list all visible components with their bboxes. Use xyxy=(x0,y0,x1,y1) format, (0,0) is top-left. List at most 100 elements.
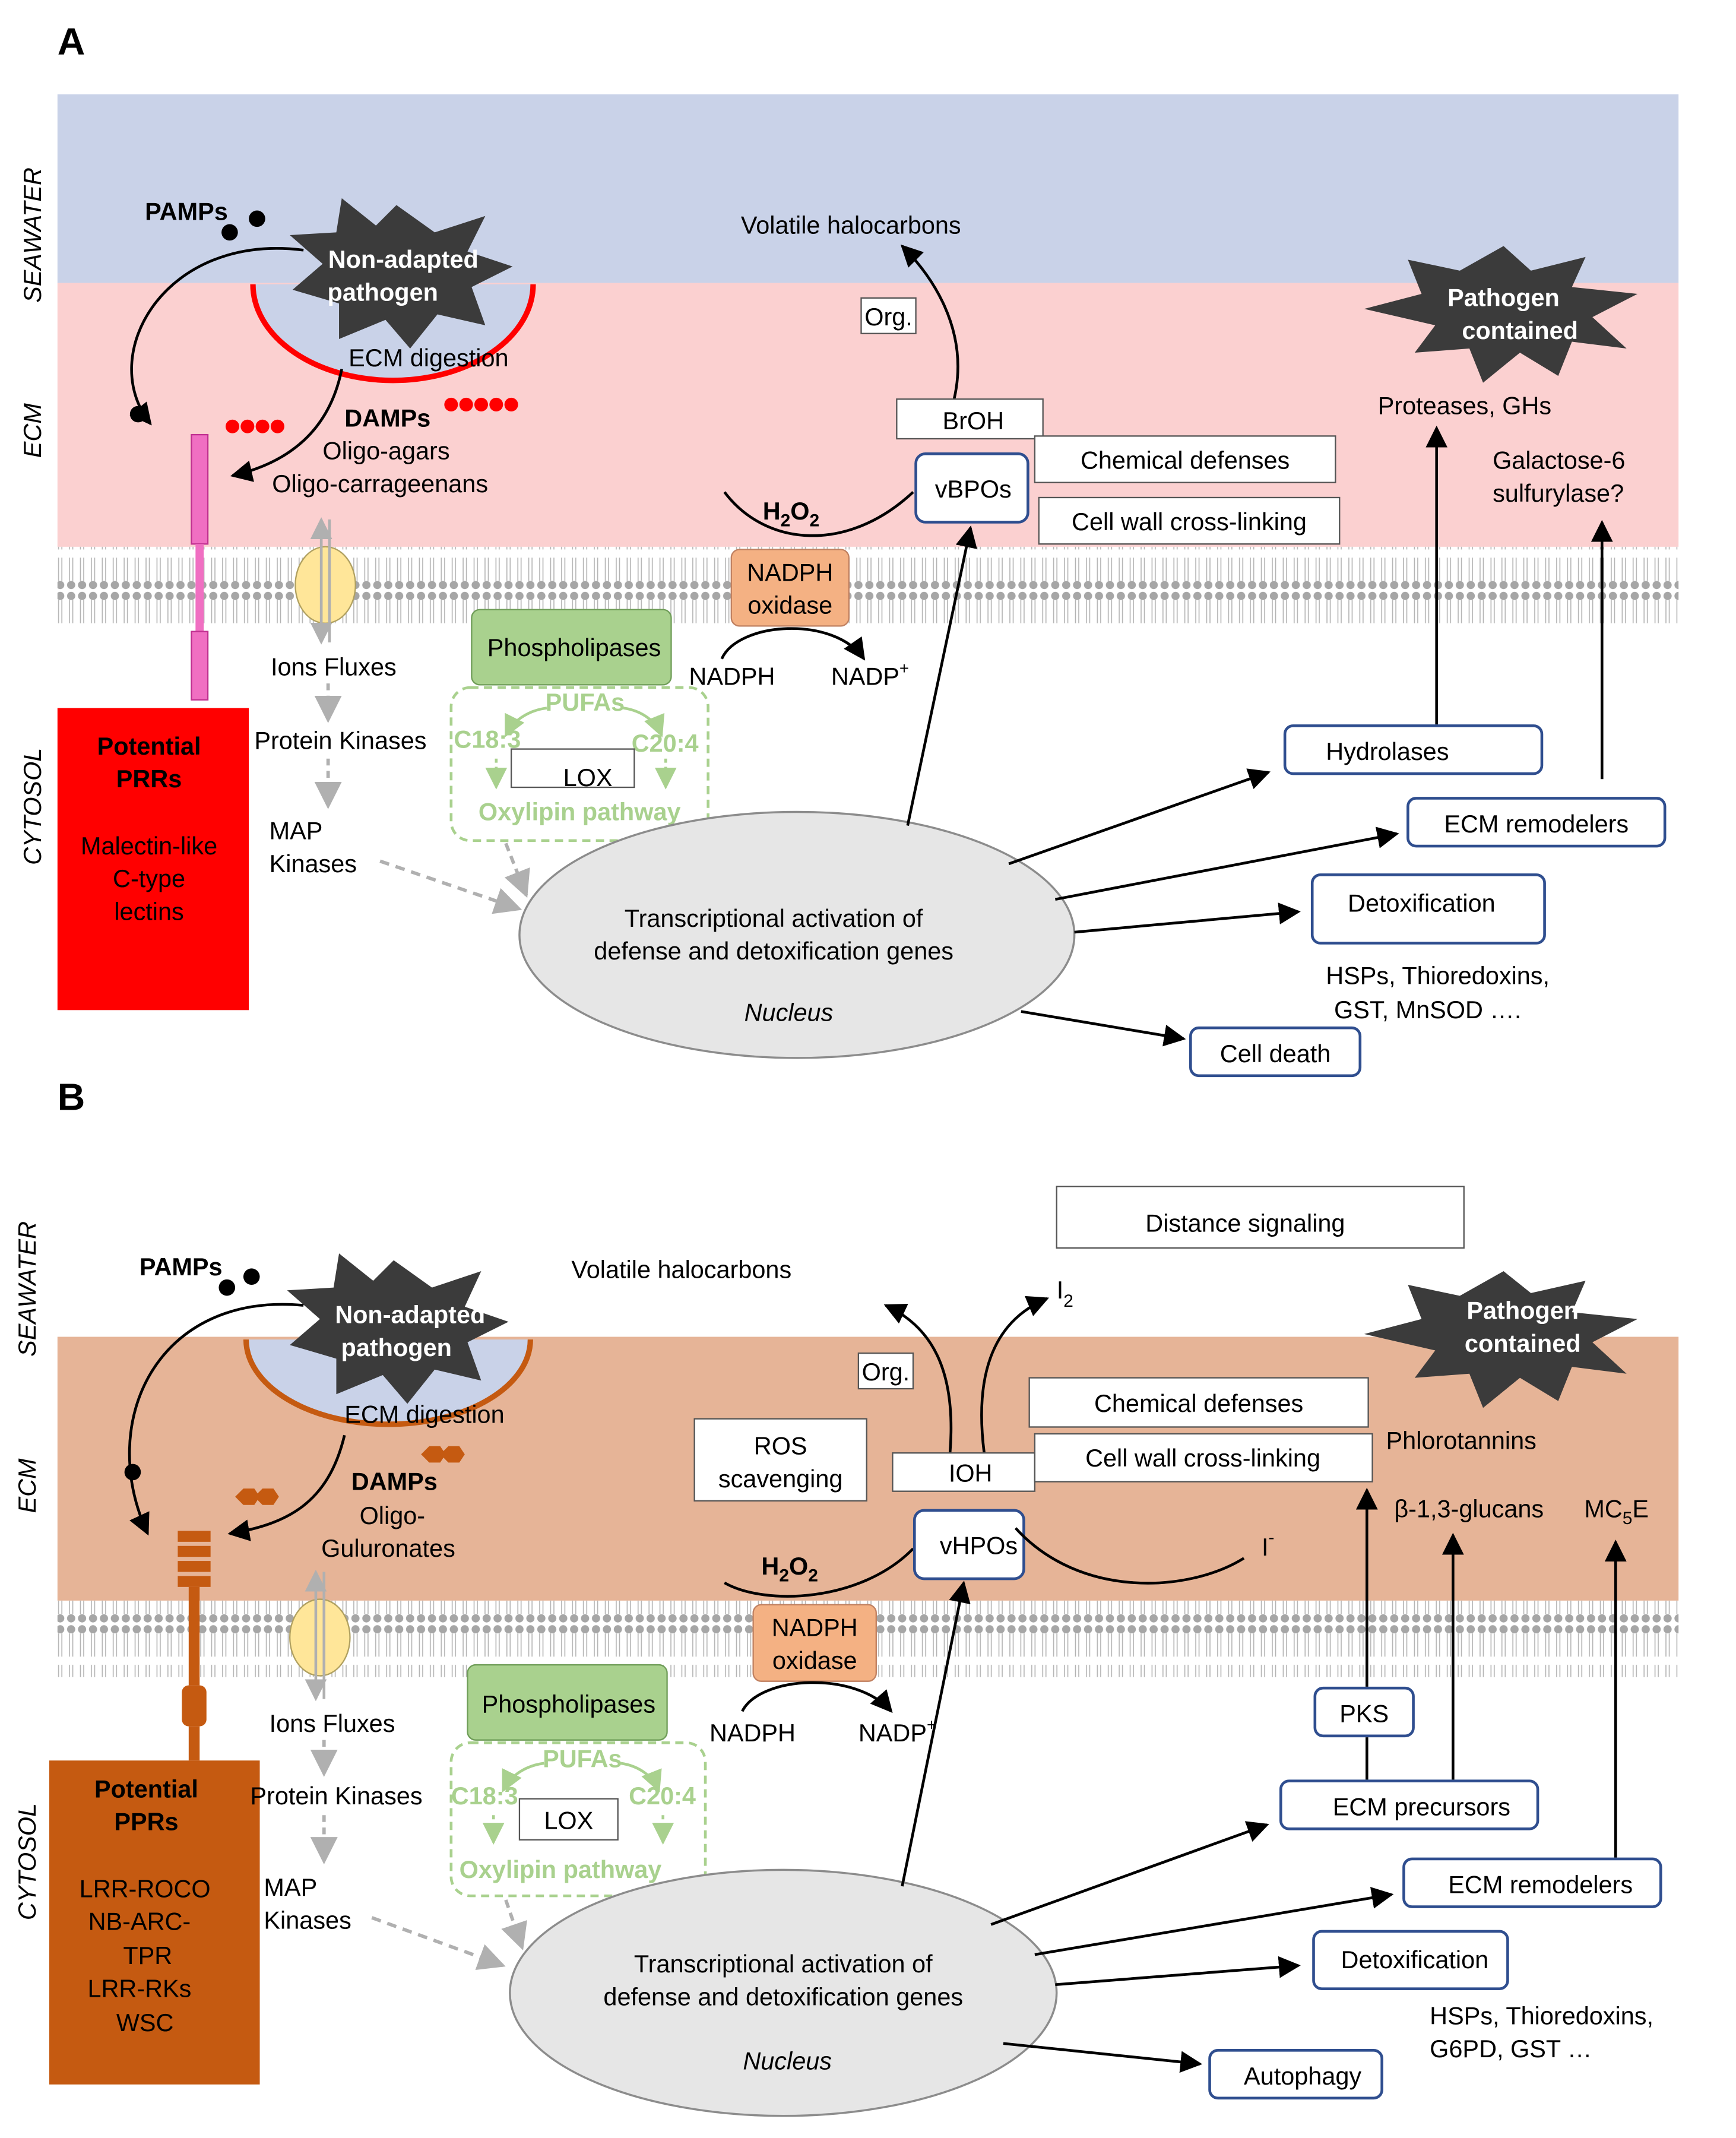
nadph-oxidase-a xyxy=(730,549,850,627)
map-label: MAP xyxy=(264,1873,317,1901)
arrow-to-cell-death xyxy=(1021,1010,1186,1047)
ecm-digestion-arc xyxy=(250,284,536,384)
lox-label: LOX xyxy=(563,764,613,791)
zone-label-seawater: SEAWATER xyxy=(13,1221,41,1357)
pathogen-contained-star xyxy=(1364,246,1638,383)
protein-kinases-label: Protein Kinases xyxy=(250,1782,422,1810)
distance-signaling-label: Distance signaling xyxy=(1145,1209,1345,1237)
ecm-precursors-label: ECM precursors xyxy=(1333,1792,1510,1820)
c20-label: C20:4 xyxy=(632,729,699,757)
h2o2-label: H2O2 xyxy=(761,1552,818,1586)
prr-title-line2: PPRs xyxy=(114,1808,178,1836)
dashed-arrow xyxy=(379,859,522,914)
arrow-to-autophagy xyxy=(1003,2042,1203,2073)
cell-wall-label: Cell wall cross-linking xyxy=(1072,508,1307,536)
hsps-line2: G6PD, GST … xyxy=(1430,2035,1592,2063)
h2o2-label: H2O2 xyxy=(763,497,819,531)
prr-item: WSC xyxy=(116,2009,174,2036)
chemical-defenses-label: Chemical defenses xyxy=(1081,446,1290,474)
pathogen-contained-star xyxy=(1364,1271,1638,1408)
pathogen-contained-line2: contained xyxy=(1462,316,1578,344)
ioh-box xyxy=(892,1452,1036,1492)
hsps-line1: HSPs, Thioredoxins, xyxy=(1430,2002,1653,2030)
phlorotannins-label: Phlorotannins xyxy=(1386,1426,1537,1454)
iodide-curve xyxy=(1014,1527,1245,1585)
cell-death-label: Cell death xyxy=(1220,1040,1331,1068)
ions-fluxes-label: Ions Fluxes xyxy=(270,1709,395,1737)
receptor-b xyxy=(178,1531,211,1761)
prr-box-a xyxy=(57,708,249,1011)
nadph-arrow xyxy=(720,627,866,661)
zone-label-cytosol: CYTOSOL xyxy=(18,748,46,865)
volatile-label: Volatile halocarbons xyxy=(741,211,961,239)
damps-line2: Guluronates xyxy=(321,1534,455,1562)
nucleus-line1: Transcriptional activation of xyxy=(634,1950,933,1978)
broh-box xyxy=(896,398,1044,440)
detoxification-label: Detoxification xyxy=(1341,1946,1489,1974)
zone-label-ecm: ECM xyxy=(13,1458,41,1513)
arrow-to-hydrolases xyxy=(1008,768,1271,866)
dashed-arrow xyxy=(371,1916,506,1970)
receptor-a xyxy=(191,433,209,701)
oxylipin-box xyxy=(449,1741,707,1898)
damps-line2: Oligo-carrageenans xyxy=(272,470,488,498)
org-box xyxy=(857,1353,914,1390)
zone-label-seawater: SEAWATER xyxy=(18,167,46,303)
nadph-arrow xyxy=(741,1681,893,1713)
volatile-arrow xyxy=(883,1303,953,1453)
prr-item: NB-ARC- xyxy=(88,1908,191,1936)
phospholipases-label: Phospholipases xyxy=(482,1690,655,1718)
org-label: Org. xyxy=(862,1358,910,1386)
nucleus-label: Nucleus xyxy=(745,999,834,1027)
damps-arrow xyxy=(227,1434,346,1541)
nucleus-line2: defense and detoxification genes xyxy=(603,1982,963,2010)
detoxification-label: Detoxification xyxy=(1348,889,1496,917)
protein-kinases-label: Protein Kinases xyxy=(254,727,426,755)
ros-line2: scavenging xyxy=(718,1465,843,1493)
autophagy-box xyxy=(1208,2048,1383,2100)
chemical-defenses-label: Chemical defenses xyxy=(1094,1389,1303,1417)
nucleus-a xyxy=(518,810,1076,1059)
pamp-dot xyxy=(124,1464,141,1481)
broh-label: BrOH xyxy=(942,407,1004,435)
volatile-label: Volatile halocarbons xyxy=(571,1256,791,1284)
mc5e-label: MC5E xyxy=(1584,1494,1649,1528)
ioh-label: IOH xyxy=(949,1459,993,1487)
pamp-dot xyxy=(243,1268,260,1285)
pks-box xyxy=(1313,1686,1415,1738)
prr-box-b xyxy=(49,1760,260,2085)
panel-a-label: A xyxy=(58,20,85,63)
pathogen-label-line1: Non-adapted xyxy=(328,245,479,273)
hsps-line1: HSPs, Thioredoxins, xyxy=(1326,962,1550,990)
pathogen-star xyxy=(287,1253,509,1404)
hsps-line2: GST, MnSOD …. xyxy=(1334,996,1521,1024)
pathogen-contained-line1: Pathogen xyxy=(1447,284,1560,312)
volatile-arrow xyxy=(900,244,959,400)
pufas-label: PUFAs xyxy=(543,1745,622,1773)
vhpos-box xyxy=(913,1509,1025,1580)
c20-label: C20:4 xyxy=(629,1782,696,1810)
pathogen-contained-line2: contained xyxy=(1465,1329,1581,1357)
arrow-to-detox xyxy=(1055,1956,1301,1987)
lox-box xyxy=(510,748,635,788)
nadph-oxidase-line2: oxidase xyxy=(747,591,832,619)
pamps-arrow xyxy=(128,1303,304,1536)
seawater-zone xyxy=(57,94,1679,283)
nadph-label: NADPH xyxy=(689,662,775,690)
ecm-precursors-box xyxy=(1279,1779,1539,1830)
pamps-arrow xyxy=(129,247,304,426)
ecm-digestion-arc xyxy=(243,1339,533,1427)
proteases-label: Proteases, GHs xyxy=(1378,392,1551,420)
arrow-to-remodelers xyxy=(1054,826,1399,901)
nadp-label: NADP+ xyxy=(831,659,909,690)
arrow-to-vbpos xyxy=(906,525,977,826)
ros-scavenging-box xyxy=(693,1418,867,1502)
pamp-dot xyxy=(221,224,238,241)
map-label: MAP xyxy=(270,817,323,845)
nadph-oxidase-line1: NADPH xyxy=(772,1614,858,1642)
prr-item: Malectin-like xyxy=(81,832,217,860)
prr-title-line2: PRRs xyxy=(116,765,182,793)
nucleus-line1: Transcriptional activation of xyxy=(625,904,923,932)
damps-red-chain xyxy=(225,397,518,433)
